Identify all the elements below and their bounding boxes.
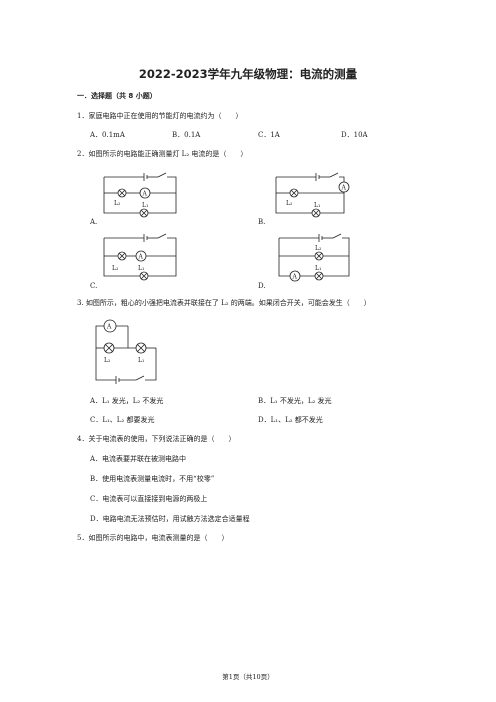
question-4-option-a: A．电流表要并联在被测电路中 <box>90 455 187 463</box>
question-1-option-a: A．0.1mA <box>90 131 125 139</box>
question-1-stem: 1．家庭电路中正在使用的节能灯的电流约为（ ） <box>77 112 243 120</box>
ammeter-label: A <box>142 191 148 198</box>
ammeter-label: A <box>138 254 144 261</box>
lamp1-label: L₁ <box>315 265 321 272</box>
circuit-diagram-a: A L₂ L₁ <box>103 172 177 218</box>
lamp1-label: L₁ <box>138 265 144 272</box>
question-3-option-d: D．L₁、L₂ 都不发光 <box>258 416 323 424</box>
circuit-diagram-c: A L₂ L₁ <box>103 233 177 281</box>
circuit-diagram-d: A L₂ L₁ <box>278 233 350 282</box>
lamp2-label: L₂ <box>112 265 119 272</box>
page-title: 2022-2023学年九年级物理：电流的测量 <box>138 67 358 81</box>
question-2-option-b: B. <box>258 218 266 226</box>
lamp2-label: L₂ <box>286 200 293 207</box>
lamp2-label: L₂ <box>315 245 322 252</box>
question-4-option-b: B．使用电流表测量电流时，不用“校零” <box>90 475 215 483</box>
section-heading: 一．选择题（共 8 小题） <box>77 92 157 100</box>
lamp2-label: L₂ <box>104 357 111 364</box>
question-2-option-a: A. <box>90 218 98 226</box>
question-4-option-c: C．电流表可以直接接到电源的两极上 <box>90 495 208 503</box>
question-1-option-d: D．10A <box>341 131 368 139</box>
lamp1-label: L₁ <box>314 202 320 209</box>
question-2-option-c: C. <box>90 282 98 290</box>
question-2-stem: 2．如图所示的电路能正确测量灯 L₂ 电流的是（ ） <box>77 150 248 158</box>
question-3-option-a: A．L₁ 发光，L₂ 不发光 <box>90 397 164 405</box>
lamp1-label: L₁ <box>138 357 144 364</box>
question-5-stem: 5．如图所示的电路中，电流表测量的是（ ） <box>77 534 229 542</box>
question-1-option-c: C．1A <box>258 131 280 139</box>
page-footer: 第1页（共10页） <box>222 673 274 681</box>
circuit-diagram-b: A L₂ L₁ <box>275 172 350 218</box>
ammeter-label: A <box>341 185 347 192</box>
circuit-diagram-q3: A L₂ L₁ <box>95 319 157 384</box>
question-3-stem: 3. 如图所示，粗心的小强把电流表并联接在了 L₂ 的两端。如果闭合开关，可能会… <box>77 299 371 307</box>
lamp2-label: L₂ <box>114 200 121 207</box>
question-2-option-d: D. <box>258 282 266 290</box>
ammeter-label: A <box>292 274 298 281</box>
lamp1-label: L₁ <box>142 202 148 209</box>
question-4-stem: 4．关于电流表的使用，下列说法正确的是（ ） <box>77 435 236 443</box>
question-1-option-b: B．0.1A <box>172 131 201 139</box>
question-3-option-b: B．L₁ 不发光，L₂ 发光 <box>258 397 332 405</box>
question-4-option-d: D．电路电流无法预估时，用试触方法选定合适量程 <box>90 515 250 523</box>
question-3-option-c: C．L₁、L₂ 都要发光 <box>90 416 155 424</box>
ammeter-label: A <box>106 324 112 331</box>
